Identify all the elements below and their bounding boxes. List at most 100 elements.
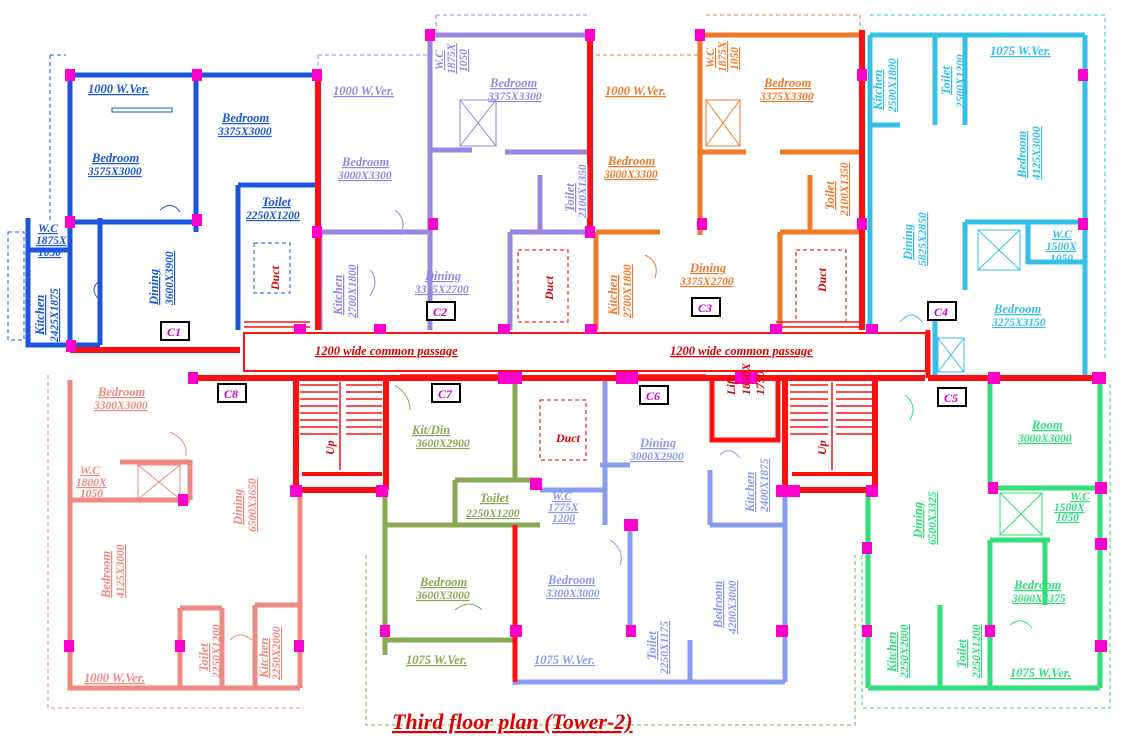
dashed-outlines [7, 14, 1111, 726]
unit-c4-walls [867, 32, 1088, 375]
c4-dining-name: Dining [901, 224, 915, 261]
structural-columns [64, 29, 1107, 652]
duct-label-c2: Duct [542, 275, 556, 301]
c4-toilet-dim: 2500X1200 [955, 54, 967, 109]
c2-wver: 1000 W.Ver. [333, 84, 394, 98]
c7-bed-dim: 3600X3000 [415, 590, 470, 602]
unit-c6-details [609, 450, 741, 566]
c3-kitchen-name: Kitchen [606, 275, 620, 316]
tag-c5: C5 [944, 391, 958, 405]
c2-wc-dim2: 1050 [458, 49, 470, 72]
c7-toilet-name: Toilet [480, 491, 509, 505]
c8-kitchen-name: Kitchen [257, 638, 271, 679]
c3-wc-dim2: 1050 [729, 47, 741, 70]
c8-toilet-dim: 2250X1200 [211, 624, 223, 679]
c5-room-name: Room [1031, 418, 1063, 432]
c4-wc-dim2: 1050 [1050, 253, 1073, 265]
tag-c3: C3 [698, 301, 712, 315]
c5-kitchen-name: Kitchen [885, 632, 899, 673]
c6-kitchen-dim: 2400X1875 [759, 458, 771, 513]
c8-dining-name: Dining [231, 489, 245, 526]
unit-c6-walls [512, 380, 788, 685]
c5-wc-dim1: 1500X [1054, 502, 1085, 514]
tag-c7: C7 [438, 387, 453, 401]
c2-dining-name: Dining [424, 269, 461, 283]
c6-dining-name: Dining [639, 436, 676, 450]
c1-toilet-dim: 2250X1200 [245, 210, 300, 222]
c6-bed2-dim: 4200X3000 [727, 580, 739, 635]
c1-wver: 1000 W.Ver. [88, 82, 149, 96]
c5-bed-name: Bedroom [1013, 578, 1062, 592]
unit-c4-labels: 1075 W.Ver. Kitchen 2500X1800 Toilet 250… [871, 44, 1077, 329]
c6-kitchen-name: Kitchen [743, 472, 757, 513]
tag-c1: C1 [167, 325, 181, 339]
c2-kitchen-name: Kitchen [331, 275, 345, 316]
c8-kitchen-dim: 2250X2000 [271, 626, 283, 681]
unit-c7-details [394, 384, 587, 611]
c6-wver: 1075 W.Ver. [534, 653, 595, 667]
unit-c8-details [137, 431, 253, 641]
c6-wc-dim1: 1775X [548, 502, 579, 514]
c1-kitchen-name: Kitchen [33, 295, 47, 336]
c3-dining-dim: 3375X2700 [679, 276, 734, 288]
c8-wc-name: W.C [80, 465, 100, 477]
duct-label-c3: Duct [815, 267, 829, 293]
c2-bed1-name: Bedroom [489, 76, 538, 90]
c8-wver: 1000 W.Ver. [84, 671, 145, 685]
c5-wc-name: W.C [1070, 491, 1090, 503]
tag-c8: C8 [224, 387, 238, 401]
c8-bed2-dim: 4125X3000 [115, 544, 127, 599]
c2-dining-dim: 3375X2700 [414, 284, 469, 296]
c2-wc-name: W.C [434, 50, 446, 70]
c3-bed1-name: Bedroom [763, 76, 812, 90]
c3-bed2-dim: 3000X3300 [603, 169, 658, 181]
unit-c8-labels: Bedroom 3300X3000 W.C 1800X 1050 Dining … [76, 385, 283, 685]
c4-kitchen-dim: 2500X1800 [887, 58, 899, 113]
c2-bed2-dim: 3000X3300 [337, 170, 392, 182]
unit-c7-labels: Kit/Din 3600X2900 Toilet 2250X1200 Bedro… [406, 423, 520, 667]
c5-dining-name: Dining [911, 502, 925, 539]
c1-dining-name: Dining [147, 269, 161, 306]
unit-tags [160, 297, 967, 407]
c5-kitchen-dim: 2250X2000 [899, 624, 911, 679]
c7-wver: 1075 W.Ver. [406, 653, 467, 667]
c1-bed2-dim: 3575X3000 [87, 166, 142, 178]
c3-dining-name: Dining [689, 261, 726, 275]
passage-label-right: 1200 wide common passage [670, 344, 813, 358]
c1-bed1-dim: 3375X3000 [217, 126, 272, 138]
c1-wc-dim1: 1875X [36, 235, 67, 247]
c5-room-dim: 3000X3000 [1017, 433, 1072, 445]
c6-wc-name: W.C [552, 491, 572, 503]
c2-toilet-name: Toilet [563, 183, 577, 212]
unit-c5-labels: Room 3000X3000 W.C 1500X 1050 Dining 650… [885, 418, 1090, 680]
c5-wc-dim2: 1050 [1056, 512, 1079, 524]
unit-c1-details [67, 107, 291, 301]
unit-c5-details [904, 394, 1043, 629]
c8-wc-dim2: 1050 [80, 488, 103, 500]
c2-kitchen-dim: 2700X1800 [347, 264, 359, 319]
c1-kitchen-dim: 2425X1875 [49, 288, 61, 343]
unit-c1-walls [25, 72, 316, 348]
unit-c3-walls [593, 32, 860, 330]
c3-wc-dim1: 1875X [717, 41, 729, 72]
c5-toilet-name: Toilet [955, 639, 969, 668]
lift-label-line2: 1850X [739, 362, 753, 395]
stair-up-label-right: Up [815, 440, 829, 455]
c4-bed2-dim: 3275X3150 [991, 317, 1046, 329]
c2-bed2-name: Bedroom [341, 155, 390, 169]
plan-title: Third floor plan (Tower-2) [392, 709, 633, 734]
duct-label-c1: Duct [268, 265, 282, 291]
unit-c1-labels: 1000 W.Ver. Bedroom 3375X3000 Bedroom 35… [33, 82, 300, 343]
unit-c4-details [899, 229, 1021, 373]
lift-label-line1: Lift [724, 376, 738, 396]
c4-wc-name: W.C [1052, 229, 1072, 241]
unit-c8-walls [67, 380, 303, 691]
c7-toilet-dim: 2250X1200 [465, 508, 520, 520]
c2-wc-dim1: 1875X [446, 43, 458, 74]
tag-c2: C2 [433, 305, 447, 319]
unit-c2-details [369, 99, 569, 323]
c1-bed1-name: Bedroom [221, 111, 270, 125]
duct-label-c7: Duct [555, 431, 581, 445]
c1-wc-dim2: 1050 [38, 247, 61, 259]
